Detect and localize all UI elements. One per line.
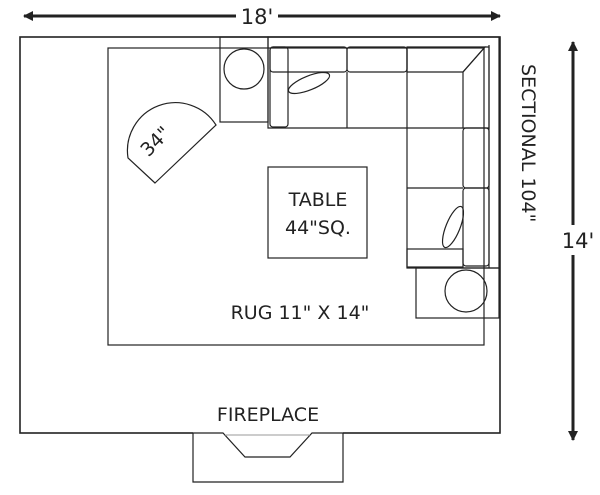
coffee-table: TABLE 44"SQ.: [267, 166, 368, 259]
fireplace-label: FIREPLACE: [217, 404, 319, 426]
width-label: 18': [241, 5, 274, 29]
rug: [107, 47, 485, 346]
height-label: 14': [562, 229, 595, 253]
lamp-bottom: [444, 269, 488, 313]
end-table-bottom: [415, 267, 500, 319]
rug-label: RUG 11" X 14": [231, 302, 370, 324]
lamp-top: [223, 48, 265, 90]
end-table-top: [219, 36, 269, 123]
table-label-line2: 44"SQ.: [285, 217, 351, 239]
room-outline: [19, 36, 501, 434]
table-label-line1: TABLE: [288, 189, 348, 211]
pillow: [287, 71, 331, 95]
sectional-sofa: [267, 36, 500, 269]
fireplace: FIREPLACE: [192, 404, 344, 483]
sectional-label: SECTIONAL 104": [517, 64, 539, 222]
chair: 34": [126, 102, 217, 184]
pillow: [441, 205, 465, 249]
chair-label: 34": [136, 122, 175, 161]
